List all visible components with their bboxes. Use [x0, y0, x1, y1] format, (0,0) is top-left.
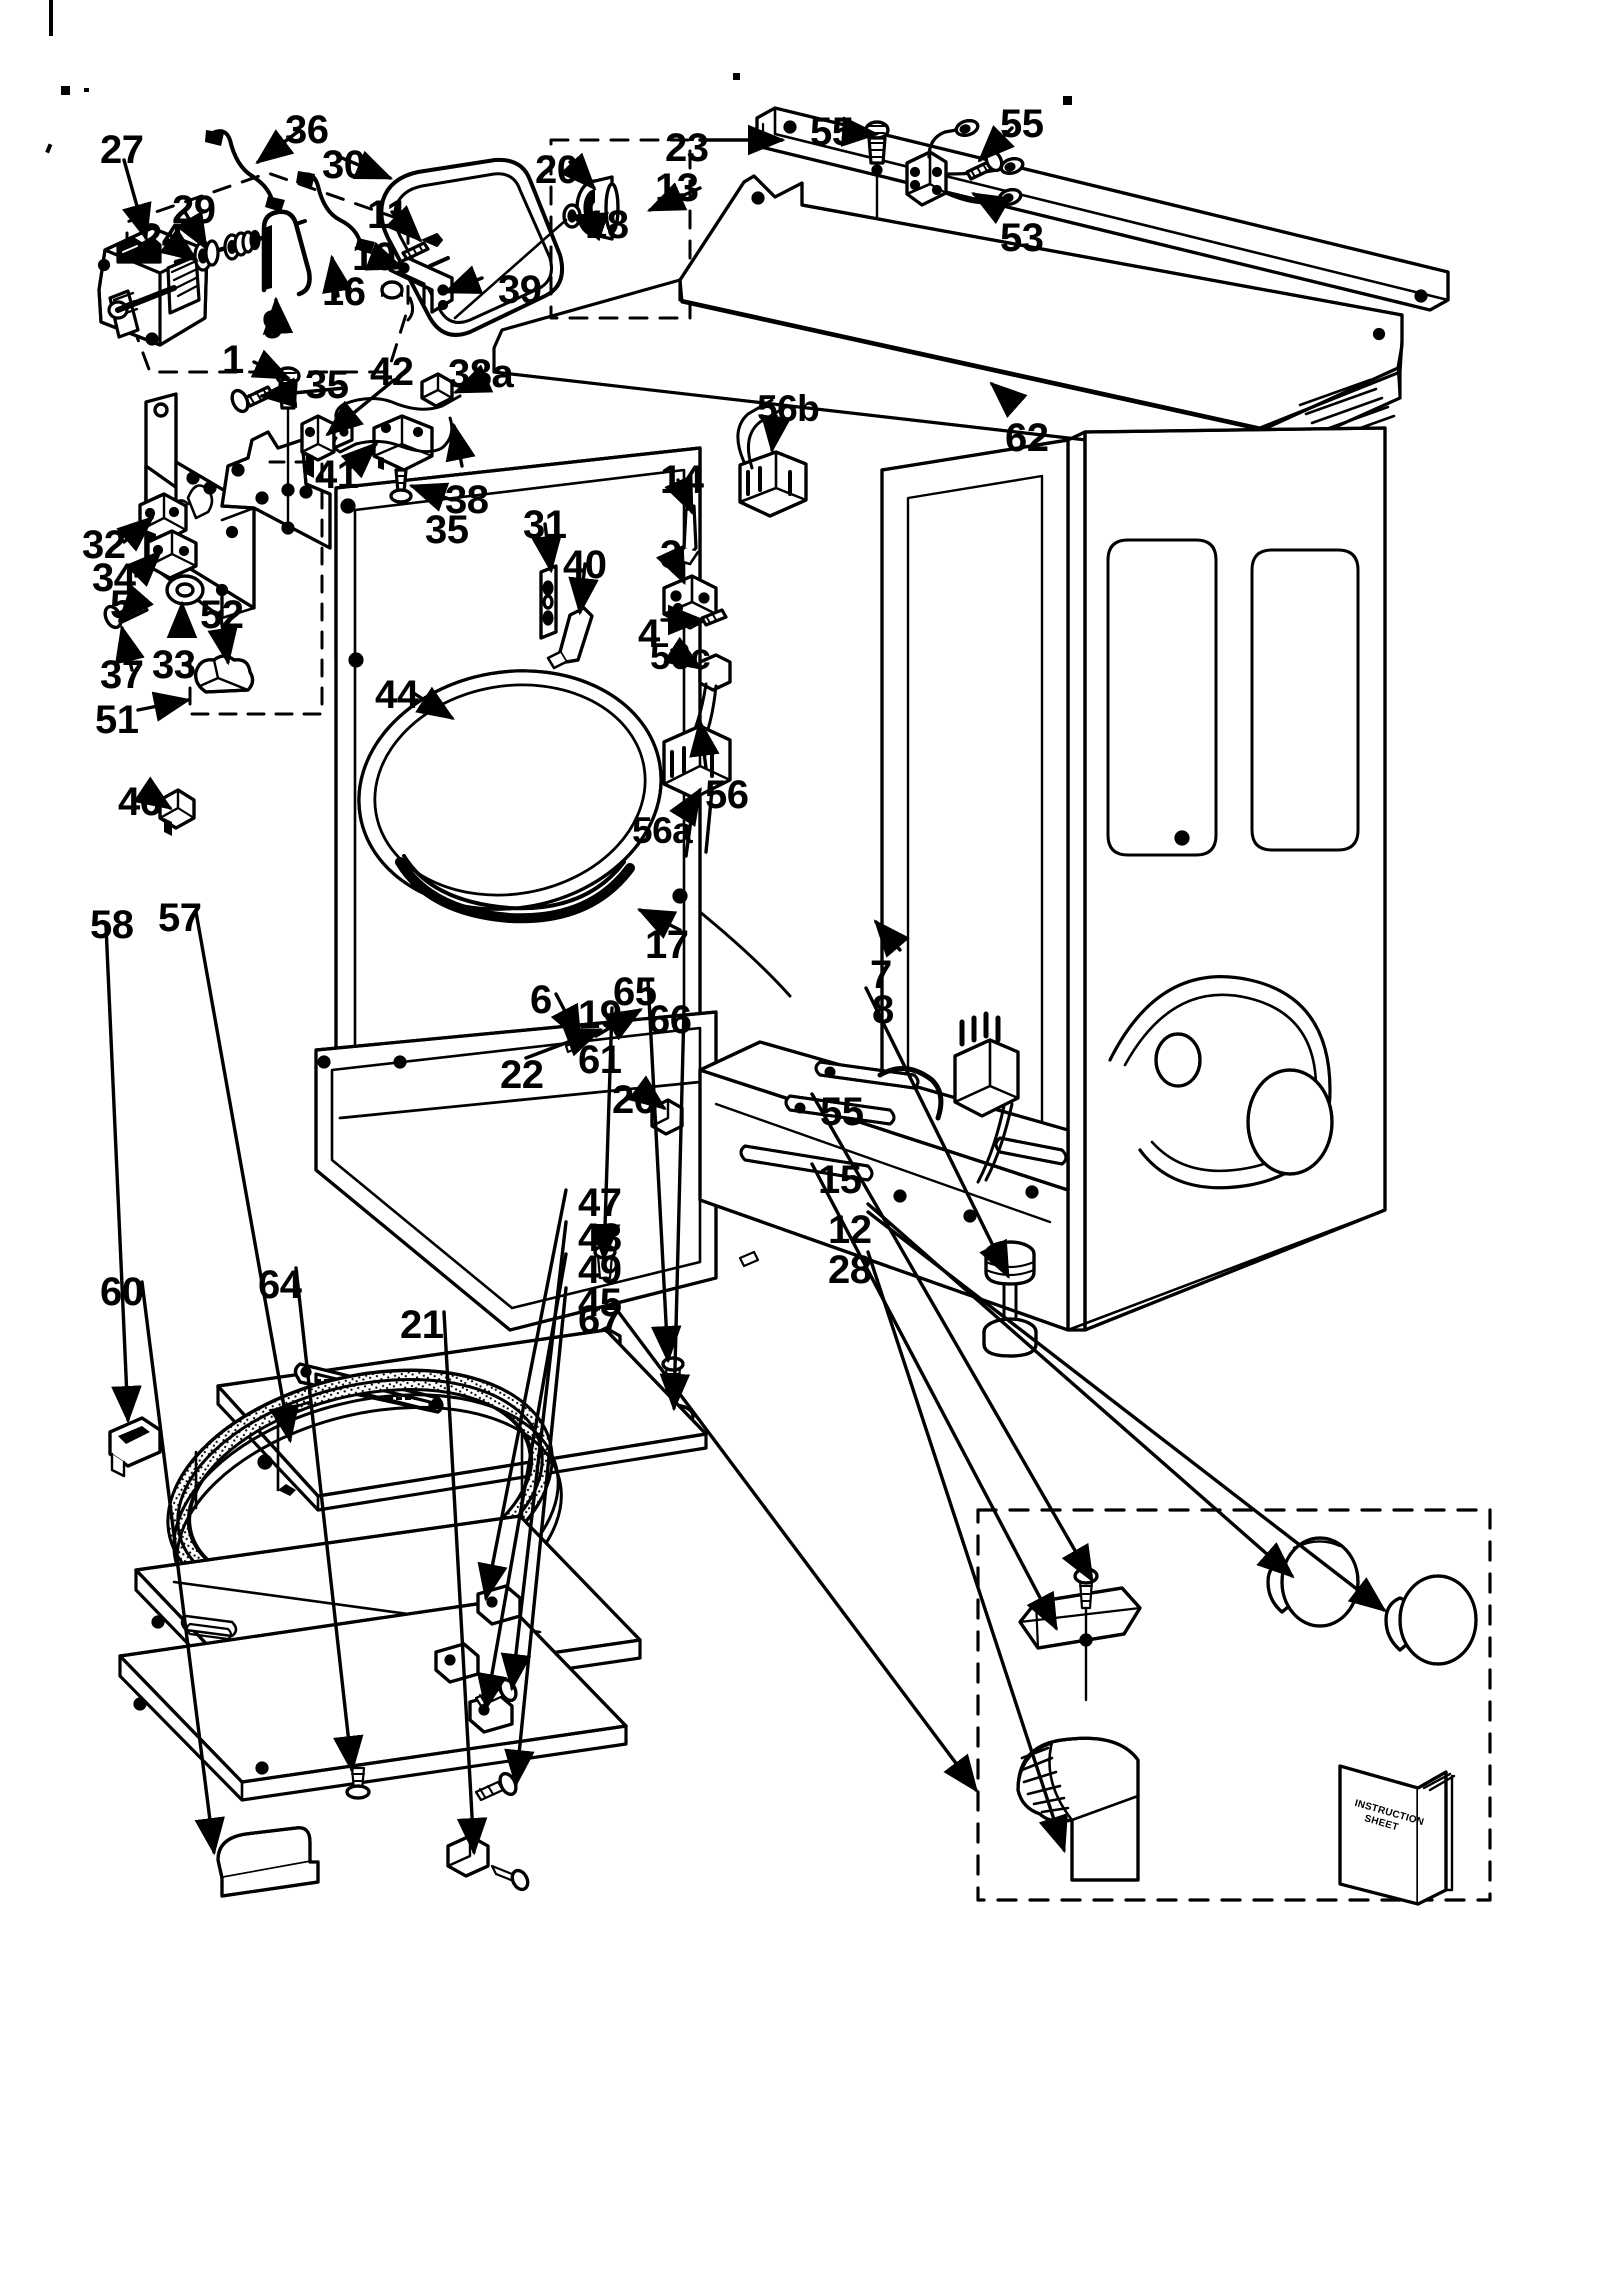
callout-66: 66 — [648, 998, 692, 1042]
callout-9: 9 — [262, 303, 284, 347]
callout-42: 42 — [370, 350, 414, 394]
callout-15: 15 — [818, 1158, 862, 1202]
callout-28: 28 — [828, 1248, 872, 1292]
callout-61: 61 — [578, 1038, 622, 1082]
callout-31: 31 — [523, 503, 567, 547]
callout-35-mid: 35 — [425, 508, 469, 552]
callout-22: 22 — [500, 1053, 544, 1097]
callout-16: 16 — [322, 270, 366, 314]
callout-44: 44 — [375, 673, 419, 717]
callout-27: 27 — [100, 128, 144, 172]
callout-38a: 38a — [448, 352, 514, 396]
callout-56c: 56c — [650, 636, 711, 677]
callout-23: 23 — [665, 126, 709, 170]
callout-11: 11 — [367, 193, 409, 237]
callout-65: 65 — [613, 970, 657, 1014]
callout-14: 14 — [660, 458, 704, 502]
callout-52: 52 — [200, 593, 244, 637]
callout-49: 49 — [578, 1248, 622, 1292]
callout-56a: 56a — [632, 810, 693, 851]
callout-55-top-right: 55 — [1000, 102, 1044, 146]
callout-34: 34 — [92, 556, 136, 600]
callout-41: 41 — [315, 453, 359, 497]
callout-38: 38 — [445, 478, 489, 522]
callout-3: 3 — [660, 533, 682, 577]
callout-8: 8 — [872, 988, 894, 1032]
callout-12: 12 — [828, 1208, 872, 1252]
callout-35-left: 35 — [305, 363, 349, 407]
callout-67: 67 — [578, 1298, 622, 1342]
callout-47: 47 — [578, 1181, 622, 1225]
callout-19: 19 — [578, 993, 622, 1037]
callout-17: 17 — [645, 923, 689, 967]
callout-55-top-left: 55 — [810, 110, 854, 154]
callout-64: 64 — [258, 1263, 302, 1307]
callout-24: 24 — [140, 216, 184, 260]
callout-45: 45 — [578, 1281, 622, 1325]
callout-29: 29 — [172, 188, 216, 232]
callout-56b: 56b — [757, 388, 820, 429]
callout-37: 37 — [100, 653, 144, 697]
callout-53: 53 — [1000, 216, 1044, 260]
callout-30: 30 — [322, 143, 366, 187]
callout-6: 6 — [530, 978, 552, 1022]
callout-56: 56 — [705, 773, 749, 817]
callout-1: 1 — [222, 338, 244, 382]
callout-21: 21 — [400, 1303, 444, 1347]
callout-18: 18 — [585, 203, 629, 247]
callout-7: 7 — [870, 953, 892, 997]
callout-32: 32 — [82, 523, 126, 567]
callout-62: 62 — [1005, 416, 1049, 460]
callout-46: 46 — [118, 780, 162, 824]
callout-55-inset: 55 — [820, 1090, 864, 1134]
callout-57: 57 — [158, 896, 202, 940]
callout-4: 4 — [638, 612, 660, 656]
callout-40: 40 — [563, 543, 607, 587]
callout-39: 39 — [498, 268, 542, 312]
callout-10: 10 — [352, 235, 396, 279]
callout-51: 51 — [95, 698, 139, 742]
callout-5: 5 — [110, 583, 132, 627]
callout-13: 13 — [655, 166, 699, 210]
callout-36: 36 — [285, 108, 329, 152]
callout-48: 48 — [578, 1216, 622, 1260]
callout-58: 58 — [90, 903, 134, 947]
callout-33: 33 — [152, 643, 196, 687]
callout-26: 26 — [612, 1078, 656, 1122]
callout-20: 20 — [535, 148, 579, 192]
callout-60: 60 — [100, 1270, 144, 1314]
